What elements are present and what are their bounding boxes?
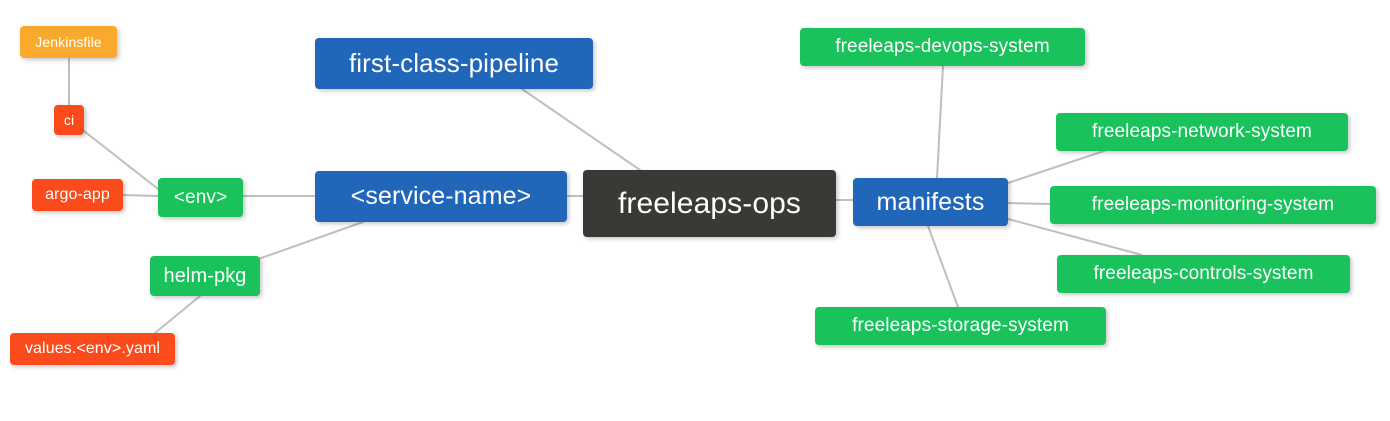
node-label: freeleaps-controls-system [1093,263,1314,284]
edge-manifests-to-freeleaps-controls-system [1007,218,1143,256]
node-label: Jenkinsfile [35,34,102,50]
node-manifests[interactable]: manifests [853,178,1008,226]
node-service-name[interactable]: <service-name> [315,171,567,222]
node-label: first-class-pipeline [348,48,560,78]
edge-helm-pkg-to-service-name [249,221,364,263]
node-Jenkinsfile[interactable]: Jenkinsfile [20,26,117,58]
edge-values-env-yaml-to-helm-pkg [154,295,201,334]
node-label: helm-pkg [163,264,247,287]
node-label: ci [63,112,75,128]
edge-manifests-to-freeleaps-storage-system [927,225,959,308]
node-label: freeleaps-monitoring-system [1091,194,1335,215]
node-label: freeleaps-ops [617,186,802,220]
edge-first-class-pipeline-to-freeleaps-ops [521,88,641,171]
node-freeleaps-storage-system[interactable]: freeleaps-storage-system [815,307,1106,345]
node-argo-app[interactable]: argo-app [32,179,123,211]
edge-manifests-to-freeleaps-network-system [1007,150,1105,184]
edge-manifests-to-freeleaps-devops-system [936,65,944,179]
node-label: <service-name> [350,182,532,210]
node-label: values.<env>.yaml [24,340,161,357]
node-values-env-yaml[interactable]: values.<env>.yaml [10,333,175,365]
node-first-class-pipeline[interactable]: first-class-pipeline [315,38,593,89]
node-env[interactable]: <env> [158,178,243,217]
node-label: freeleaps-storage-system [852,315,1069,336]
node-label: freeleaps-devops-system [835,36,1050,57]
node-ci[interactable]: ci [54,105,84,135]
node-label: manifests [876,187,985,216]
node-helm-pkg[interactable]: helm-pkg [150,256,260,296]
node-freeleaps-monitoring-system[interactable]: freeleaps-monitoring-system [1050,186,1376,224]
node-label: argo-app [45,186,110,203]
node-label: freeleaps-network-system [1092,121,1312,142]
node-freeleaps-network-system[interactable]: freeleaps-network-system [1056,113,1348,151]
node-freeleaps-devops-system[interactable]: freeleaps-devops-system [800,28,1085,66]
edge-manifests-to-freeleaps-monitoring-system [1007,202,1051,205]
node-freeleaps-controls-system[interactable]: freeleaps-controls-system [1057,255,1350,293]
edge-argo-app-to-env [122,194,159,197]
node-label: <env> [173,186,228,208]
node-freeleaps-ops[interactable]: freeleaps-ops [583,170,836,237]
